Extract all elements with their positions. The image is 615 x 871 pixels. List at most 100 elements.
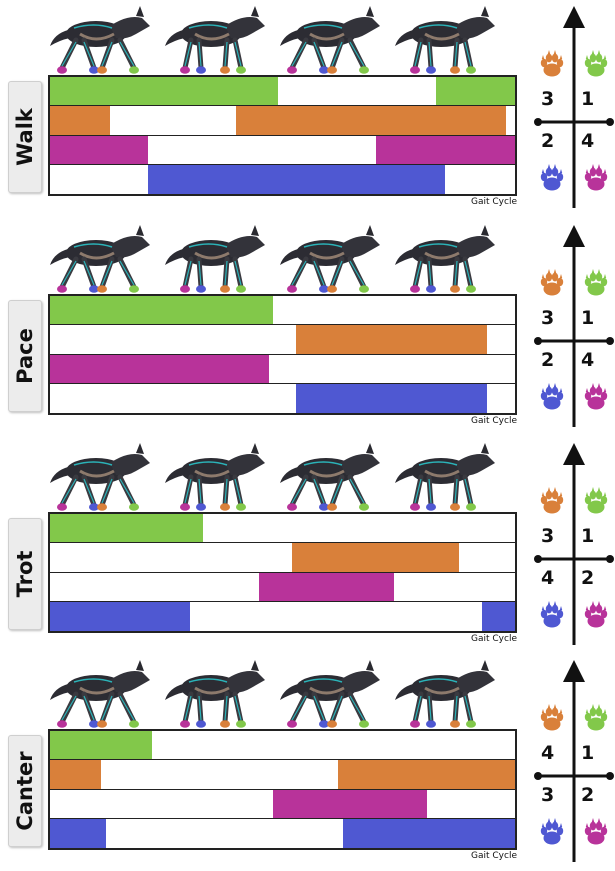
axis-end-dot [606, 772, 614, 780]
wolf-figure [395, 6, 495, 74]
footfall-chart [48, 729, 517, 850]
footfall-row-orange [50, 543, 515, 573]
stance-bar [50, 514, 204, 543]
footfall-order-bottom-right: 4 [581, 349, 595, 371]
stance-bar [338, 760, 515, 789]
stance-bar [50, 354, 269, 383]
footfall-row-magenta [50, 789, 515, 819]
wolf-figure [280, 6, 380, 74]
gait-label-text: Canter [13, 751, 37, 831]
footfall-order-bottom-right: 2 [581, 567, 595, 589]
footfall-row-orange [50, 760, 515, 790]
footfall-row-green [50, 514, 515, 544]
paw-order-diagram [534, 660, 614, 862]
stance-bar [273, 789, 427, 818]
gait-cycle-label: Gait Cycle [471, 634, 517, 644]
stance-bar [259, 572, 395, 601]
paw-hind-right-icon [584, 601, 608, 628]
footfall-row-magenta [50, 135, 515, 165]
footfall-order-top-left: 3 [541, 525, 555, 547]
paw-front-left-icon [540, 704, 564, 731]
footfall-order-top-left: 3 [541, 307, 555, 329]
paw-hind-right-icon [584, 818, 608, 845]
paw-hind-left-icon [540, 818, 564, 845]
wolf-figure [165, 225, 265, 293]
footfall-chart [48, 75, 517, 196]
paw-front-right-icon [584, 50, 608, 77]
wolf-sequence [50, 443, 495, 511]
paw-front-left-icon [540, 269, 564, 296]
wolf-figure [165, 6, 265, 74]
gait-label-text: Walk [13, 108, 37, 166]
footfall-row-orange [50, 106, 515, 136]
stance-bar [50, 77, 278, 106]
footfall-order-top-left: 3 [541, 88, 555, 110]
gait-label: Walk [8, 81, 42, 193]
footfall-order-top-right: 1 [581, 307, 595, 329]
wolf-sequence [50, 225, 495, 293]
wolf-figure [395, 443, 495, 511]
paw-front-right-icon [584, 704, 608, 731]
stance-bar [435, 77, 515, 106]
footfall-row-green [50, 77, 515, 107]
paw-front-left-icon [540, 487, 564, 514]
footfall-order-bottom-left: 2 [541, 130, 555, 152]
footfall-order-bottom-right: 2 [581, 784, 595, 806]
axis-end-dot [606, 555, 614, 563]
axis-end-dot [534, 337, 542, 345]
wolf-figure [50, 6, 150, 74]
axis-end-dot [534, 772, 542, 780]
wolf-figure [395, 660, 495, 728]
stance-bar [147, 164, 446, 194]
paw-order-diagram [534, 6, 614, 208]
wolf-figure [280, 660, 380, 728]
footfall-row-magenta [50, 572, 515, 602]
stance-bar [50, 818, 106, 848]
wolf-figure [280, 443, 380, 511]
footfall-chart [48, 294, 517, 415]
paw-order-diagram [534, 225, 614, 427]
stance-bar [296, 383, 488, 413]
wolf-figure [395, 225, 495, 293]
wolf-figure [50, 660, 150, 728]
gait-cycle-label: Gait Cycle [471, 416, 517, 426]
axis-end-dot [534, 555, 542, 563]
direction-arrow-icon [563, 660, 585, 682]
stance-bar [50, 135, 148, 164]
footfall-order-top-left: 4 [541, 742, 555, 764]
gait-label: Pace [8, 300, 42, 412]
wolf-sequence [50, 660, 495, 728]
wolf-figure [165, 443, 265, 511]
footfall-order-top-right: 1 [581, 742, 595, 764]
stance-bar [50, 106, 111, 135]
direction-arrow-icon [563, 443, 585, 465]
footfall-row-magenta [50, 354, 515, 384]
footfall-order-bottom-right: 4 [581, 130, 595, 152]
paw-hind-left-icon [540, 601, 564, 628]
direction-arrow-icon [563, 225, 585, 247]
stance-bar [50, 760, 102, 789]
wolf-figure [280, 225, 380, 293]
footfall-row-blue [50, 601, 515, 631]
gait-label: Trot [8, 518, 42, 630]
gait-label-text: Pace [13, 328, 37, 384]
wolf-figure [165, 660, 265, 728]
gait-label: Canter [8, 735, 42, 847]
gait-cycle-label: Gait Cycle [471, 851, 517, 861]
stance-bar [236, 106, 506, 135]
axis-end-dot [534, 118, 542, 126]
stance-bar [291, 543, 460, 572]
stance-bar [482, 601, 515, 631]
paw-front-right-icon [584, 269, 608, 296]
footfall-order-bottom-left: 4 [541, 567, 555, 589]
wolf-figure [50, 225, 150, 293]
footfall-row-blue [50, 818, 515, 848]
stance-bar [375, 135, 515, 164]
axis-end-dot [606, 118, 614, 126]
paw-front-right-icon [584, 487, 608, 514]
paw-hind-left-icon [540, 383, 564, 410]
footfall-row-green [50, 296, 515, 326]
